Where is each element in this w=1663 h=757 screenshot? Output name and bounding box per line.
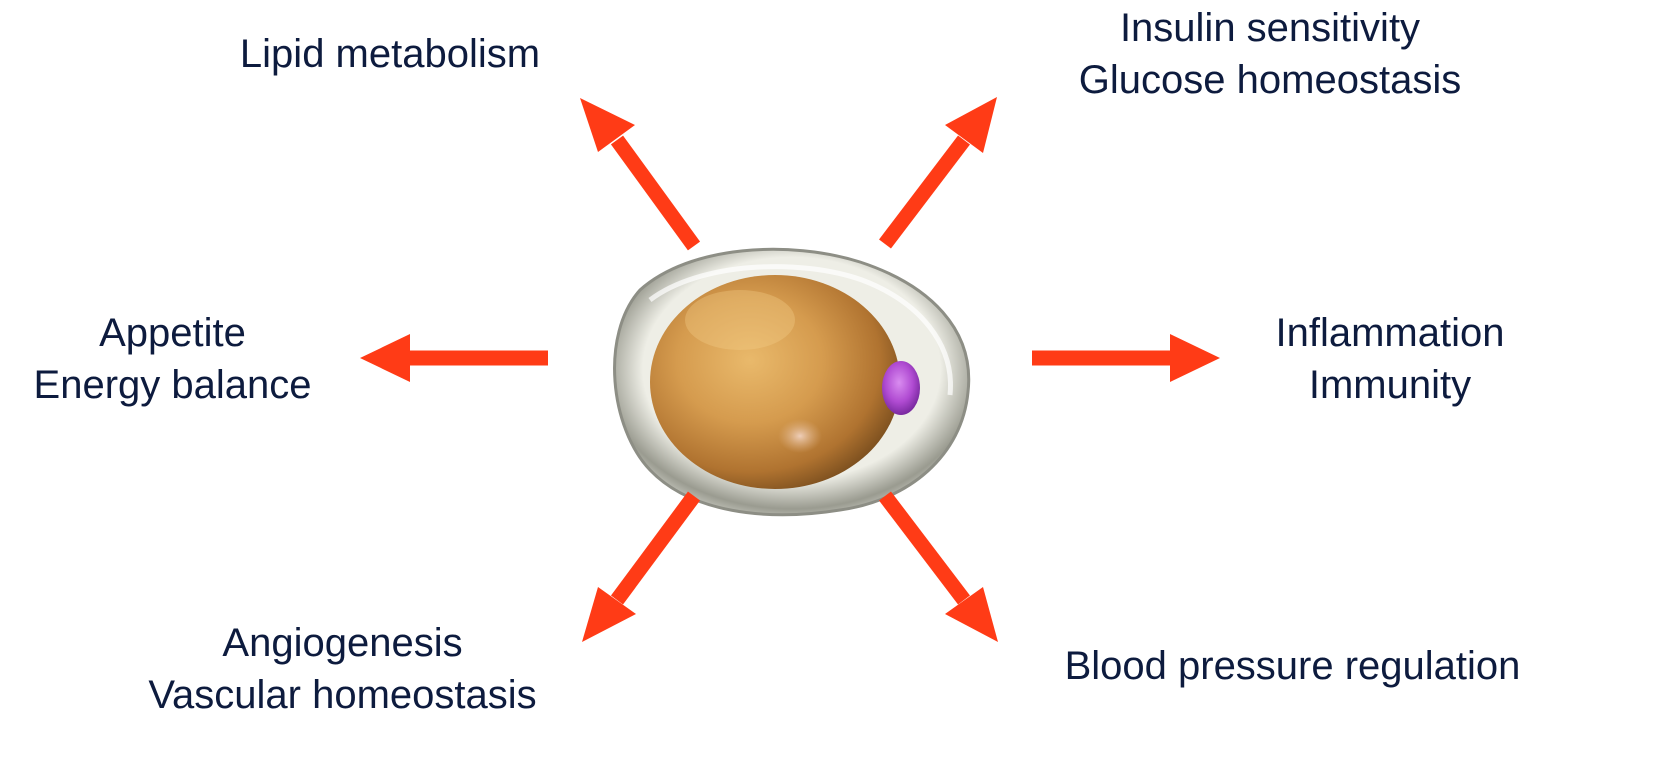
- lipid-droplet-sheen: [685, 290, 795, 350]
- label-insulin-line2: Glucose homeostasis: [1010, 54, 1530, 106]
- label-appetite-line1: Appetite: [0, 307, 345, 359]
- arrow-insulin: [885, 97, 997, 244]
- arrow-inflammation: [1032, 334, 1220, 382]
- label-lipid-line1: Lipid metabolism: [160, 28, 620, 80]
- label-inflammation-line2: Immunity: [1230, 359, 1550, 411]
- label-blood-pressure: Blood pressure regulation: [1025, 640, 1560, 692]
- label-inflammation-line1: Inflammation: [1230, 307, 1550, 359]
- label-insulin-line1: Insulin sensitivity: [1010, 2, 1530, 54]
- label-appetite-energy: Appetite Energy balance: [0, 307, 345, 411]
- lipid-droplet-highlight: [778, 419, 822, 453]
- nucleus: [882, 361, 920, 415]
- arrow-blood-pressure: [885, 496, 998, 642]
- label-angiogenesis-line1: Angiogenesis: [80, 617, 605, 669]
- label-inflammation-immunity: Inflammation Immunity: [1230, 307, 1550, 411]
- arrow-appetite: [360, 334, 548, 382]
- label-appetite-line2: Energy balance: [0, 359, 345, 411]
- label-insulin-glucose: Insulin sensitivity Glucose homeostasis: [1010, 2, 1530, 106]
- adipocyte-cell-icon: [615, 249, 969, 514]
- label-angiogenesis-vascular: Angiogenesis Vascular homeostasis: [80, 617, 605, 721]
- label-lipid-metabolism: Lipid metabolism: [160, 28, 620, 80]
- label-angiogenesis-line2: Vascular homeostasis: [80, 669, 605, 721]
- label-blood-pressure-line1: Blood pressure regulation: [1025, 640, 1560, 692]
- arrow-lipid: [580, 98, 694, 246]
